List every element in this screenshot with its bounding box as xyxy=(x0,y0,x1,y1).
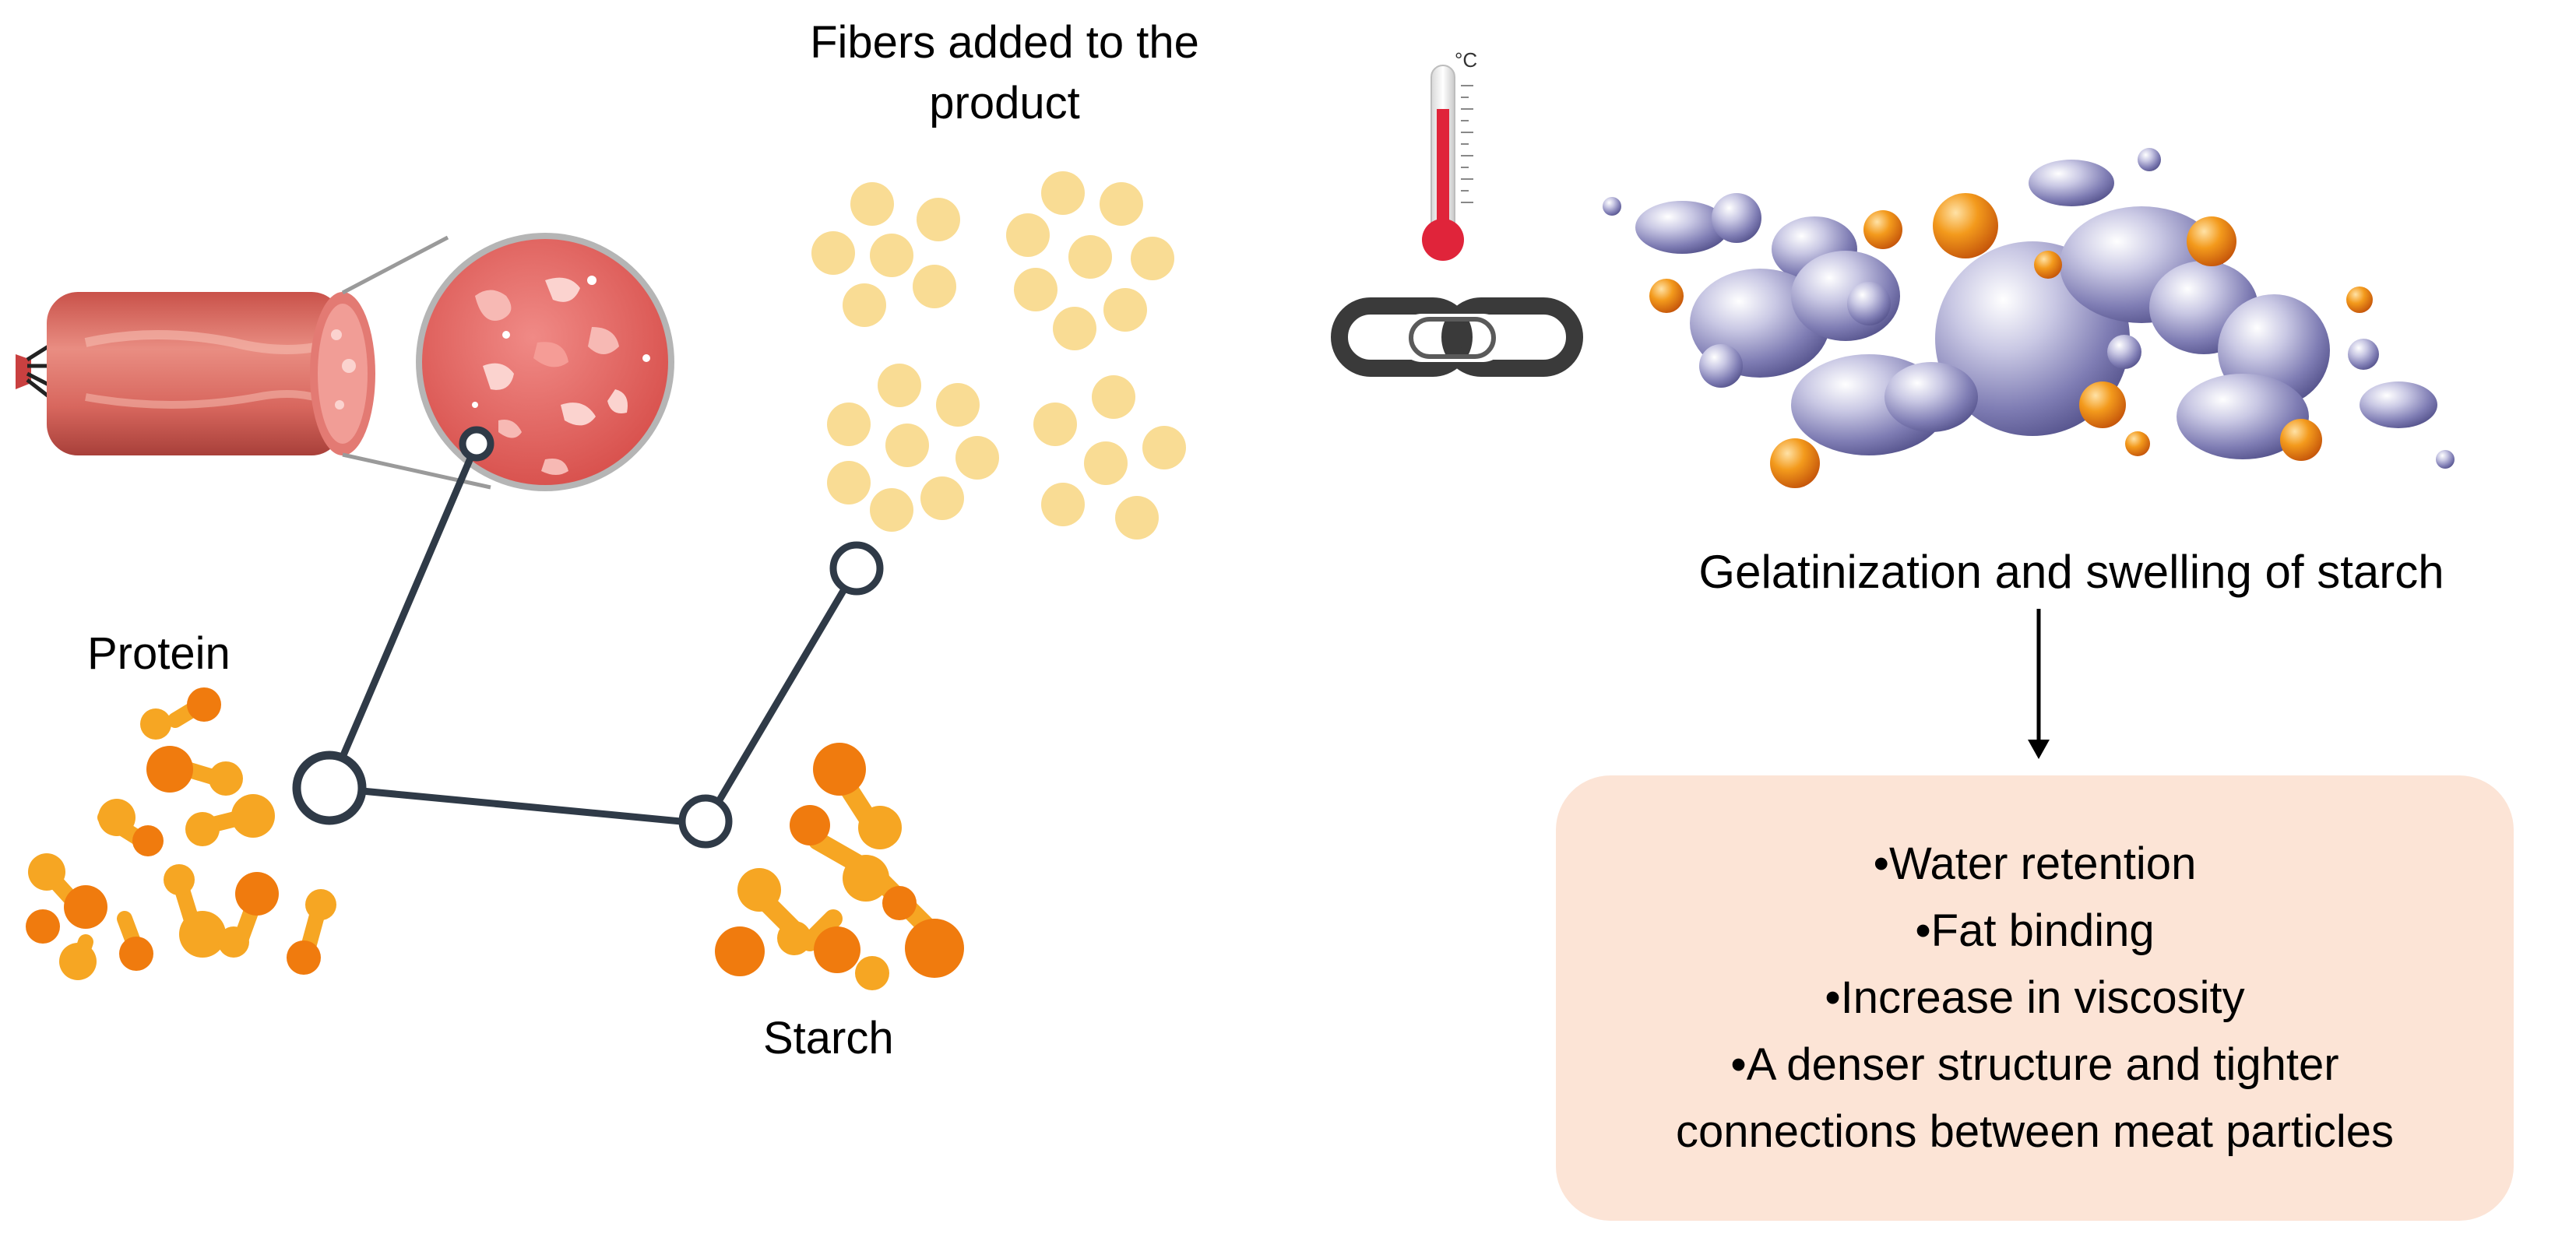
gelatinization-label: Gelatinization and swelling of starch xyxy=(1698,546,2444,598)
down-arrow xyxy=(2028,609,2050,759)
connector-node-meat xyxy=(459,426,494,462)
connector-node-fibers xyxy=(829,541,884,596)
connector-network xyxy=(292,426,884,849)
protein-molecules-icon xyxy=(26,687,336,980)
effects-box: •Water retention •Fat binding •Increase … xyxy=(1556,775,2514,1221)
magnifier-lines xyxy=(341,235,491,490)
connector-node-starch xyxy=(678,794,733,849)
protein-label: Protein xyxy=(87,628,231,679)
effect-item: •Water retention xyxy=(1873,838,2197,889)
fibers-label: Fibers added to the product xyxy=(810,17,1199,128)
starch-molecules-icon xyxy=(715,743,964,990)
effect-item: •Increase in viscosity xyxy=(1825,972,2245,1023)
chain-link-icon xyxy=(1331,297,1583,377)
starch-granules-icon xyxy=(1603,148,2455,488)
thermometer-unit: °C xyxy=(1455,48,1478,72)
effect-item: •A denser structure and tighter connecti… xyxy=(1675,1039,2395,1157)
thermometer-icon xyxy=(1422,65,1473,261)
fiber-dots-icon xyxy=(811,171,1186,540)
magnifier-circle-icon xyxy=(416,233,674,491)
effect-item: •Fat binding xyxy=(1915,905,2155,956)
starch-label: Starch xyxy=(763,1013,894,1063)
sausage-icon xyxy=(16,292,375,455)
connector-node-protein xyxy=(292,751,367,825)
